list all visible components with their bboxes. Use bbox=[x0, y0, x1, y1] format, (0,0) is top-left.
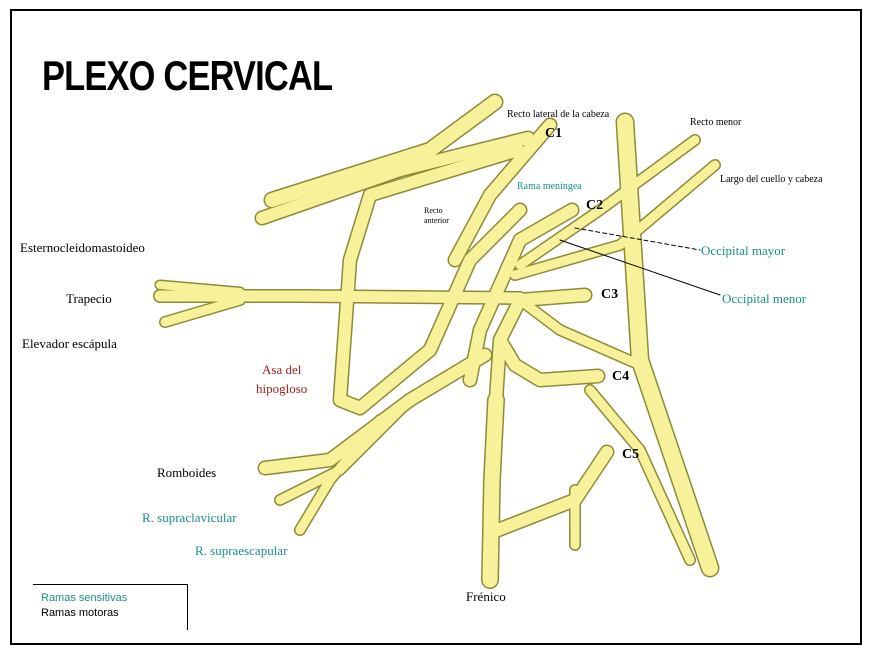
label-occipital-menor: Occipital menor bbox=[722, 292, 806, 305]
label-supraclavicular: R. supraclavicular bbox=[142, 511, 237, 524]
label-esternocleidomastoideo: Esternocleidomastoideo bbox=[20, 241, 145, 254]
nerve-fills bbox=[160, 102, 715, 580]
label-asa-line1: Asa del bbox=[262, 363, 301, 376]
label-elevador: Elevador escápula bbox=[22, 337, 117, 350]
label-c5: C5 bbox=[622, 448, 639, 462]
label-recto-anterior: Recto anterior bbox=[424, 206, 460, 226]
label-occipital-mayor: Occipital mayor bbox=[701, 244, 785, 257]
label-c1: C1 bbox=[545, 127, 562, 141]
label-c4: C4 bbox=[612, 370, 629, 384]
label-asa-line2: hipogloso bbox=[256, 382, 307, 395]
label-supraescapular: R. supraescapular bbox=[195, 544, 287, 557]
label-romboides: Romboides bbox=[157, 466, 216, 479]
label-recto-lateral: Recto lateral de la cabeza bbox=[507, 110, 609, 120]
label-frenico: Frénico bbox=[466, 590, 506, 603]
label-largo-cuello: Largo del cuello y cabeza bbox=[720, 175, 823, 185]
label-recto-menor: Recto menor bbox=[690, 118, 741, 128]
legend-motor: Ramas motoras bbox=[41, 606, 187, 621]
label-trapecio: Trapecio bbox=[66, 292, 112, 305]
legend-sensitive: Ramas sensitivas bbox=[41, 591, 187, 606]
legend: Ramas sensitivas Ramas motoras bbox=[33, 584, 188, 630]
label-rama-meningea: Rama meníngea bbox=[517, 182, 582, 192]
label-c3: C3 bbox=[601, 288, 618, 302]
label-c2: C2 bbox=[586, 199, 603, 213]
